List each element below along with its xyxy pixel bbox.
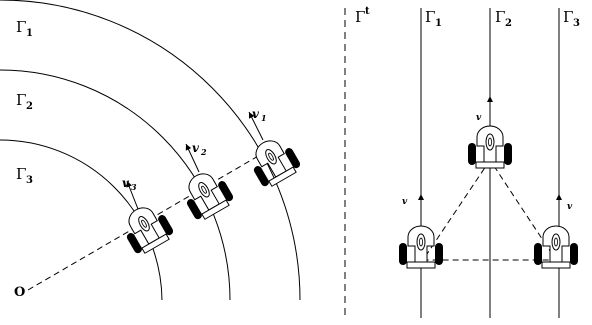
left-path-label-3: Γ 3 xyxy=(16,165,33,186)
left-path-label-1: Γ 1 xyxy=(16,18,33,39)
formation-triangle xyxy=(422,159,557,261)
svg-text:3: 3 xyxy=(26,175,33,186)
path-gamma-2-arc xyxy=(0,69,231,301)
right-velocity-label-2: v xyxy=(476,113,482,123)
svg-text:2: 2 xyxy=(505,18,512,29)
velocity-arrow-3 xyxy=(126,180,139,210)
left-robot-1 xyxy=(243,131,304,191)
left-path-label-2: Γ 2 xyxy=(16,91,33,112)
svg-text:v: v xyxy=(252,107,260,121)
svg-text:2: 2 xyxy=(26,101,33,112)
svg-text:1: 1 xyxy=(435,18,442,29)
svg-text:Γ: Γ xyxy=(355,8,365,26)
right-panel: Γ t Γ 1 Γ 2 Γ 3 v v v xyxy=(355,6,580,318)
right-robot-2 xyxy=(467,125,513,169)
svg-text:Γ: Γ xyxy=(495,8,505,26)
svg-text:3: 3 xyxy=(573,18,580,29)
svg-text:Γ: Γ xyxy=(425,8,435,26)
origin-label: O xyxy=(14,285,25,300)
svg-text:2: 2 xyxy=(200,147,207,157)
svg-text:1: 1 xyxy=(261,113,267,123)
svg-text:t: t xyxy=(365,6,370,17)
left-robot-3 xyxy=(116,198,177,258)
velocity-label-1: v 1 xyxy=(252,107,267,123)
velocity-label-3: v 3 xyxy=(122,176,137,192)
svg-text:3: 3 xyxy=(131,182,137,192)
right-velocity-label-1: v xyxy=(402,197,408,207)
right-velocity-label-3: v xyxy=(567,202,573,212)
velocity-arrow-2 xyxy=(185,143,200,173)
path-gamma-3-arc xyxy=(0,139,163,301)
svg-text:1: 1 xyxy=(26,28,33,39)
target-path-label: Γ t xyxy=(355,6,370,26)
svg-text:Γ: Γ xyxy=(16,165,26,183)
velocity-label-2: v 2 xyxy=(192,141,207,157)
path-gamma-1-arc xyxy=(0,0,301,301)
svg-text:Γ: Γ xyxy=(16,18,26,36)
right-path-label-3: Γ 3 xyxy=(563,8,580,29)
right-path-label-2: Γ 2 xyxy=(495,8,512,29)
svg-text:v: v xyxy=(122,176,130,190)
right-robot-3 xyxy=(533,225,579,269)
right-path-label-1: Γ 1 xyxy=(425,8,442,29)
svg-text:v: v xyxy=(192,141,200,155)
velocity-arrow-1 xyxy=(248,111,264,141)
left-panel: O Γ 1 Γ 2 Γ 3 v 1 xyxy=(0,0,304,301)
right-robot-1 xyxy=(398,225,444,269)
svg-text:Γ: Γ xyxy=(16,91,26,109)
svg-text:Γ: Γ xyxy=(563,8,573,26)
